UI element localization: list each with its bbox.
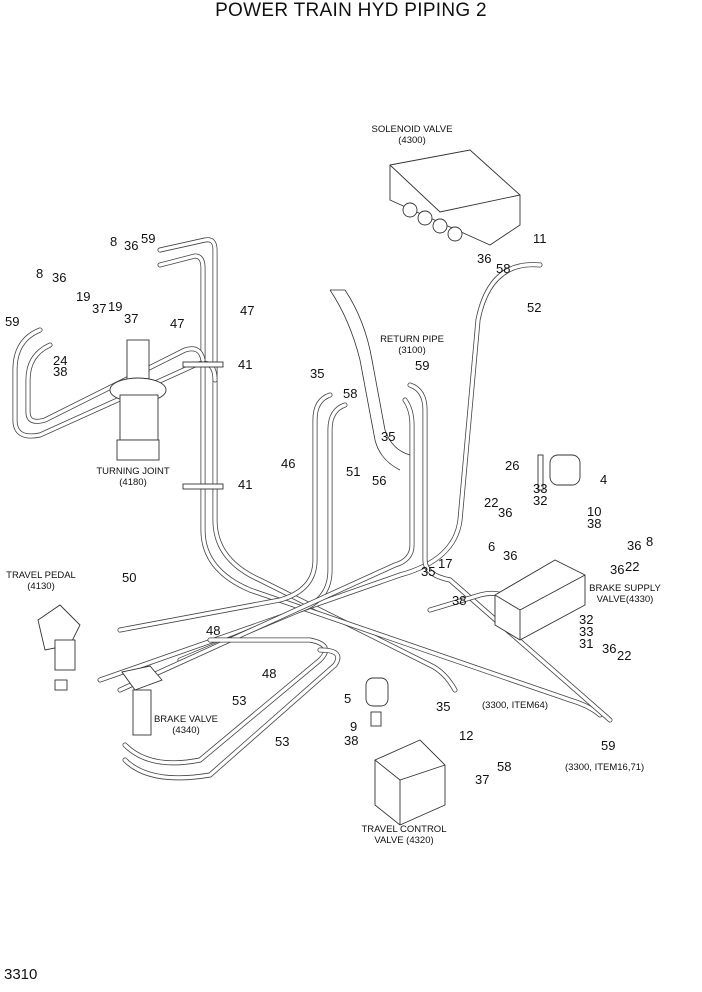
callout-58: 58 [497, 759, 511, 774]
callout-37: 37 [124, 311, 138, 326]
diagram-title: POWER TRAIN HYD PIPING 2 [215, 0, 487, 21]
brake-supply-valve-code: VALVE(4330) [597, 594, 654, 605]
callout-50: 50 [122, 570, 136, 585]
callout-38: 38 [53, 364, 67, 379]
callout-36: 36 [503, 548, 517, 563]
callout-52: 52 [527, 300, 541, 315]
callout-59: 59 [5, 314, 19, 329]
callout-31: 31 [579, 636, 593, 651]
callout-22: 22 [617, 648, 631, 663]
callout-35: 35 [381, 429, 395, 444]
travel-control-valve [365, 677, 446, 826]
callout-10: 10 [587, 504, 601, 519]
callout-37: 37 [92, 301, 106, 316]
brake-valve-label: BRAKE VALVE [154, 714, 218, 725]
callout-36: 36 [477, 251, 491, 266]
callout-4: 4 [600, 472, 607, 487]
callout-6: 6 [488, 539, 495, 554]
callout-12: 12 [459, 728, 473, 743]
ref-item16-71: (3300, ITEM16,71) [565, 762, 644, 773]
callout-38: 38 [344, 733, 358, 748]
callout-8: 8 [36, 266, 43, 281]
solenoid-valve [389, 149, 521, 246]
callout-8: 8 [110, 234, 117, 249]
callout-59: 59 [141, 231, 155, 246]
callout-11: 11 [533, 231, 547, 246]
callout-47: 47 [170, 316, 184, 331]
brake-supply-valve [494, 454, 586, 641]
callout-36: 36 [124, 238, 138, 253]
turning-joint-label: TURNING JOINT [96, 466, 170, 477]
turning-joint [109, 339, 167, 461]
callout-58: 58 [496, 261, 510, 276]
brake-supply-valve-label: BRAKE SUPPLY [589, 583, 661, 594]
callout-32: 32 [533, 493, 547, 508]
callout-41: 41 [238, 357, 252, 372]
clamp-41-upper [182, 361, 224, 368]
callout-35: 35 [310, 366, 324, 381]
solenoid-valve-code: (4300) [398, 135, 425, 146]
callout-51: 51 [346, 464, 360, 479]
brake-valve-code: (4340) [172, 725, 199, 736]
callout-33: 33 [533, 481, 547, 496]
callout-41: 41 [238, 477, 252, 492]
callout-36: 36 [627, 538, 641, 553]
callout-48: 48 [206, 623, 220, 638]
turning-joint-code: (4180) [119, 477, 146, 488]
callout-59: 59 [415, 358, 429, 373]
callout-56: 56 [372, 473, 386, 488]
callout-35: 35 [421, 564, 435, 579]
callout-22: 22 [484, 495, 498, 510]
callout-48: 48 [262, 666, 276, 681]
callout-24: 24 [53, 353, 67, 368]
callout-36: 36 [610, 562, 624, 577]
page-number: 3310 [4, 966, 38, 983]
callout-19: 19 [108, 299, 122, 314]
callout-35: 35 [436, 699, 450, 714]
callout-37: 37 [475, 772, 489, 787]
callout-26: 26 [505, 458, 519, 473]
callout-36: 36 [498, 505, 512, 520]
callout-58: 58 [343, 386, 357, 401]
ref-item64: (3300, ITEM64) [482, 700, 548, 711]
return-pipe-code: (3100) [398, 345, 425, 356]
callout-36: 36 [602, 641, 616, 656]
callout-36: 36 [52, 270, 66, 285]
hoses [12, 237, 613, 781]
callout-22: 22 [625, 559, 639, 574]
callout-47: 47 [240, 303, 254, 318]
callout-53: 53 [275, 734, 289, 749]
callout-33: 33 [579, 624, 593, 639]
brake-valve [121, 665, 163, 736]
travel-control-valve-label: TRAVEL CONTROL [362, 824, 447, 835]
callout-53: 53 [232, 693, 246, 708]
travel-control-valve-code: VALVE (4320) [374, 835, 433, 846]
travel-pedal-label: TRAVEL PEDAL [6, 570, 76, 581]
callout-9: 9 [350, 719, 357, 734]
travel-pedal [37, 604, 81, 691]
clamp-41-lower [182, 483, 224, 490]
callout-38: 38 [587, 516, 601, 531]
callout-32: 32 [579, 612, 593, 627]
callout-19: 19 [76, 289, 90, 304]
callout-38: 38 [452, 593, 466, 608]
callout-5: 5 [344, 691, 351, 706]
callout-59: 59 [601, 738, 615, 753]
callout-8: 8 [646, 534, 653, 549]
callout-17: 17 [438, 556, 452, 571]
travel-pedal-code: (4130) [27, 581, 54, 592]
solenoid-valve-label: SOLENOID VALVE [372, 124, 453, 135]
return-pipe-label: RETURN PIPE [380, 334, 444, 345]
callout-46: 46 [281, 456, 295, 471]
